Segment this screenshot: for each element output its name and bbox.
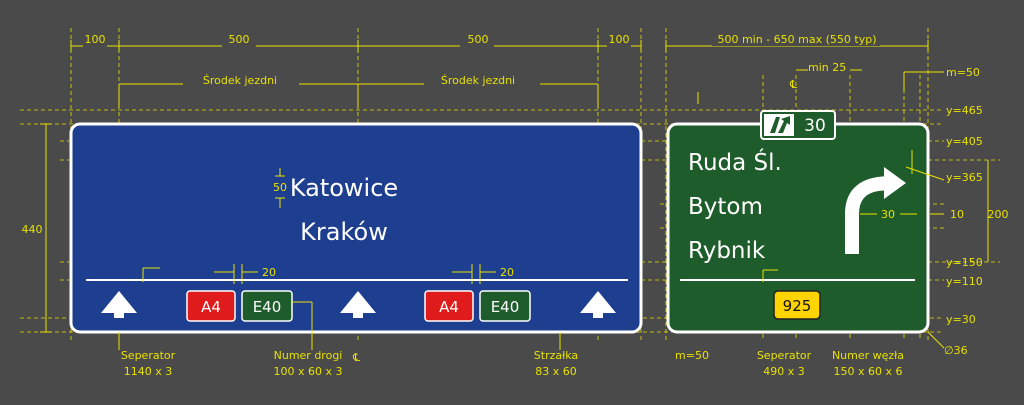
junction-number: 925 (783, 297, 812, 315)
road-number-cl: ℄ (352, 351, 360, 364)
min25-label: min 25 (808, 61, 846, 74)
destination-bytom: Bytom (688, 194, 763, 220)
route-plate-a4-right: A4 (424, 290, 474, 322)
dim-500-a: 500 (229, 33, 250, 46)
lane-center-label-a: Środek jezdni (203, 74, 277, 87)
blue-sign: Katowice Kraków 50 20 20 (69, 122, 643, 334)
y-365-label: y=365 (946, 171, 983, 184)
route-plate-e40-right: E40 (479, 290, 531, 322)
arrow-10-label: 10 (950, 208, 964, 221)
y-110-label: y=110 (946, 275, 983, 288)
straight-arrow-icon (580, 291, 616, 318)
road-number-size: 100 x 60 x 3 (274, 365, 343, 378)
lane-center-label-b: Środek jezdni (441, 74, 515, 87)
separator-size: 1140 x 3 (124, 365, 173, 378)
spacing-50-label: 50 (273, 181, 287, 194)
y-150-label: y=150 (946, 256, 983, 269)
corner-radius-marker: ∅36 (927, 331, 968, 357)
top-dimension-chain: 100 500 500 100 500 min - 650 max (550 t… (70, 33, 980, 108)
y-level-labels: y=465 y=405 y=365 y=150 y=110 y=30 (946, 104, 983, 326)
destination-katowice: Katowice (290, 174, 398, 202)
separator2-size: 490 x 3 (763, 365, 805, 378)
separator2-title: Seperator (757, 349, 812, 362)
junction-size: 150 x 60 x 6 (834, 365, 903, 378)
gap-20-label-a: 20 (262, 266, 276, 279)
straight-arrow-icon (340, 291, 376, 318)
svg-text:A4: A4 (439, 298, 459, 316)
svg-text:A4: A4 (201, 298, 221, 316)
arrow-title: Strzałka (534, 349, 578, 362)
arrow-30-label: 30 (881, 208, 895, 221)
height-dimension: 440 (22, 123, 52, 333)
destination-rybnik: Rybnik (688, 238, 766, 264)
y-465-label: y=465 (946, 104, 983, 117)
junction-title: Numer węzła (832, 349, 904, 362)
road-number-title: Numer drogi (274, 349, 343, 362)
separator-title: Seperator (121, 349, 176, 362)
exit-number: 30 (804, 116, 826, 136)
y-405-label: y=405 (946, 135, 983, 148)
dim-100-right: 100 (609, 33, 630, 46)
y-30-label: y=30 (946, 313, 976, 326)
m50-bottom-label: m=50 (675, 349, 709, 362)
bottom-labels: Seperator 1140 x 3 Numer drogi ℄ 100 x 6… (118, 301, 904, 378)
arrow-size: 83 x 60 (535, 365, 577, 378)
destination-ruda: Ruda Śl. (688, 148, 782, 176)
centerline-top: ℄ (789, 78, 797, 91)
curved-right-arrow-icon (845, 167, 906, 254)
height-440-label: 440 (22, 223, 43, 236)
junction-number-plate: 925 (773, 290, 821, 320)
exit-number-plate: 30 (760, 110, 836, 140)
m50-top-label: m=50 (946, 66, 980, 79)
route-plate-e40-left: E40 (241, 290, 293, 322)
diameter-label: ∅36 (944, 344, 968, 357)
route-plate-a4-left: A4 (186, 290, 236, 322)
green-sign: 30 Ruda Śl. Bytom Rybnik 925 30 10 200 (666, 110, 1009, 334)
dim-100-left: 100 (85, 33, 106, 46)
dim-500-b: 500 (468, 33, 489, 46)
svg-text:E40: E40 (491, 298, 520, 316)
gap-20-label-b: 20 (500, 266, 514, 279)
dim-green-width: 500 min - 650 max (550 typ) (717, 33, 876, 46)
destination-krakow: Kraków (300, 218, 388, 246)
straight-arrow-icon (101, 291, 137, 318)
motorway-exit-icon (770, 116, 790, 133)
arrow-200-label: 200 (988, 208, 1009, 221)
svg-text:E40: E40 (253, 298, 282, 316)
